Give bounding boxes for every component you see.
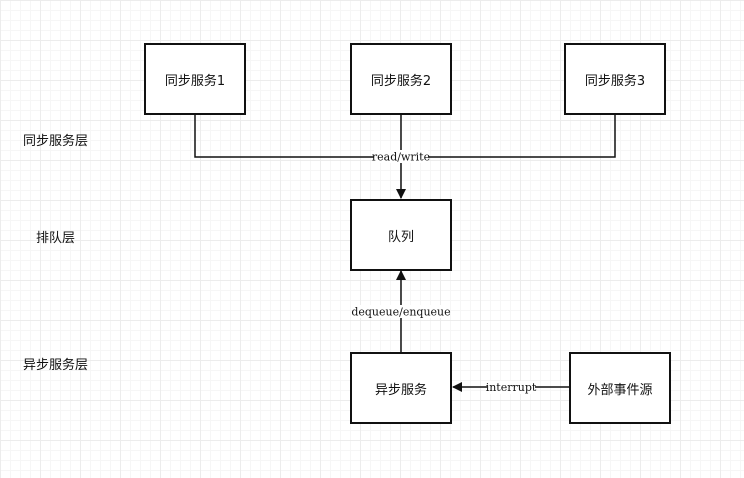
edge-label-dequeue-enqueue: dequeue/enqueue [351, 306, 450, 319]
layer-label-queue: 排队层 [36, 231, 76, 246]
node-external-event-source-label: 外部事件源 [587, 382, 653, 398]
node-sync-service-2-label: 同步服务2 [370, 73, 432, 89]
node-sync-service-2[interactable]: 同步服务2 [350, 43, 452, 115]
node-queue[interactable]: 队列 [350, 199, 452, 271]
node-sync-service-1[interactable]: 同步服务1 [144, 43, 246, 115]
layer-label-async: 异步服务层 [23, 358, 89, 373]
node-async-service-label: 异步服务 [374, 382, 427, 398]
node-external-event-source[interactable]: 外部事件源 [569, 352, 671, 424]
node-sync-service-3-label: 同步服务3 [584, 73, 646, 89]
layer-label-sync: 同步服务层 [23, 134, 89, 149]
edge-sync3-to-bus [401, 114, 616, 158]
edge-sync1-to-bus [194, 114, 401, 158]
node-sync-service-1-label: 同步服务1 [164, 73, 226, 89]
node-sync-service-3[interactable]: 同步服务3 [564, 43, 666, 115]
edge-label-read-write: read/write [372, 151, 430, 164]
node-queue-label: 队列 [387, 229, 414, 245]
node-async-service[interactable]: 异步服务 [350, 352, 452, 424]
edge-label-interrupt: interrupt [486, 381, 537, 394]
